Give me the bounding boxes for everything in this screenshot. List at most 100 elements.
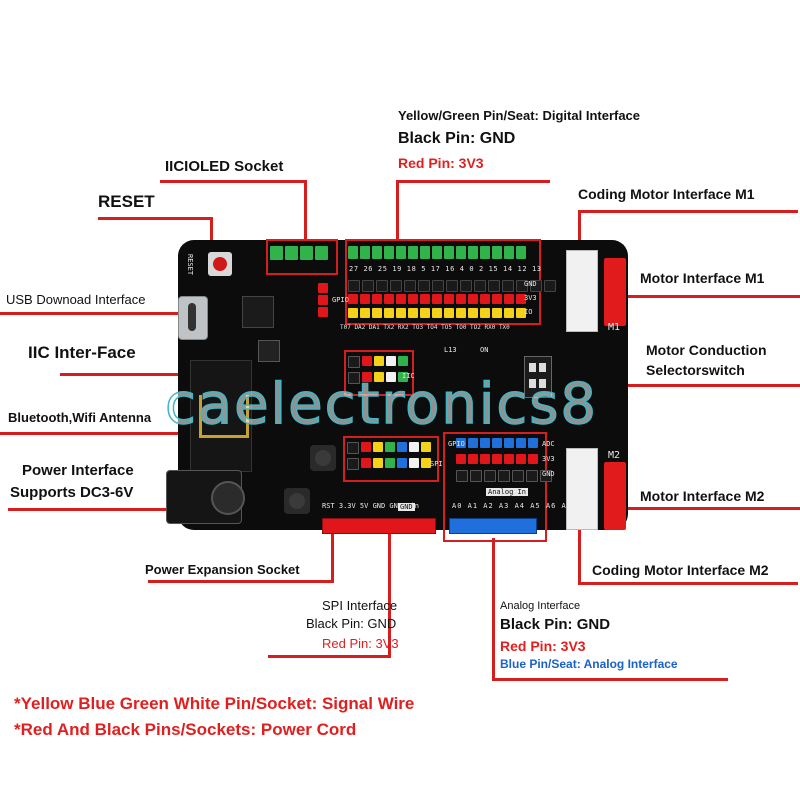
digital-leader-h bbox=[398, 180, 550, 183]
coding-m2-label: Coding Motor Interface M2 bbox=[592, 562, 769, 578]
digital-pin-numbers: 27 26 25 19 18 5 17 16 4 0 2 15 14 12 13 bbox=[349, 265, 542, 273]
dc-power-jack bbox=[166, 470, 245, 524]
digital-sub-silk: T07 DA2 DA1 TX2 RX2 TO3 TO4 TO5 TO0 TO2 … bbox=[340, 324, 510, 331]
power-pins-silk: RST 3.3V 5V GND GND Vin bbox=[322, 502, 419, 510]
analog-black-row bbox=[456, 470, 552, 482]
analog-leader-v bbox=[492, 538, 495, 680]
inductor-1 bbox=[310, 445, 336, 471]
reset-button bbox=[208, 252, 232, 276]
spi-leader-h bbox=[268, 655, 390, 658]
inductor-2 bbox=[284, 488, 310, 514]
usb-port bbox=[178, 296, 208, 340]
reset-leader-h bbox=[98, 217, 212, 220]
gpio-silk: GPIO bbox=[332, 296, 349, 304]
digital-gnd-silk: GND bbox=[524, 280, 537, 288]
esp32-module bbox=[190, 360, 252, 472]
iic-silk: IIC bbox=[402, 372, 415, 380]
spi-red-label: Red Pin: 3V3 bbox=[322, 636, 399, 651]
power-leader bbox=[8, 508, 208, 511]
analog-header-box bbox=[443, 432, 547, 542]
iic-mid-row-2 bbox=[348, 372, 408, 384]
digital-black-label: Black Pin: GND bbox=[398, 130, 516, 147]
digital-black-row bbox=[348, 280, 556, 292]
digital-io-silk: IO bbox=[524, 308, 533, 316]
spi-row-2 bbox=[347, 458, 431, 470]
iic-mid-row-1 bbox=[348, 356, 408, 368]
iic-small-row bbox=[318, 283, 328, 317]
analog-in-silk: Analog In bbox=[486, 488, 528, 496]
usb-leader bbox=[0, 312, 190, 315]
spi-silk: SPI bbox=[430, 460, 443, 468]
coding-motor-m1-connector bbox=[566, 250, 598, 332]
digital-green-row bbox=[348, 246, 526, 259]
analog-red-row bbox=[456, 454, 538, 464]
iic-label: IIC Inter-Face bbox=[28, 343, 136, 362]
m1-silk: M1 bbox=[608, 322, 621, 333]
analog-red-label: Red Pin: 3V3 bbox=[500, 638, 586, 654]
footnote-power: *Red And Black Pins/Sockets: Power Cord bbox=[14, 720, 357, 739]
footnote-signal: *Yellow Blue Green White Pin/Socket: Sig… bbox=[14, 694, 415, 713]
digital-red-row bbox=[348, 294, 526, 304]
analog-blue-row bbox=[456, 438, 538, 448]
antenna-leader bbox=[0, 432, 200, 435]
codingm2-leader-v bbox=[578, 530, 581, 584]
spi-leader-v bbox=[388, 478, 391, 658]
analog-pins-silk: A0 A1 A2 A3 A4 A5 A6 A7 bbox=[452, 502, 572, 510]
gpio-silk-2: GPIO bbox=[448, 440, 465, 448]
m2-silk: M2 bbox=[608, 450, 621, 461]
on-silk: ON bbox=[480, 346, 489, 354]
reset-leader-v bbox=[210, 217, 213, 259]
motor-sel-label-2: Selectorswitch bbox=[646, 362, 745, 378]
spi-black-label: Black Pin: GND bbox=[306, 616, 397, 631]
motorsel-leader bbox=[540, 384, 800, 387]
analog-black-label: Black Pin: GND bbox=[500, 616, 611, 633]
spi-row-1 bbox=[347, 442, 431, 454]
analog-blue-label: Blue Pin/Seat: Analog Interface bbox=[500, 657, 678, 671]
motor-m1-label: Motor Interface M1 bbox=[640, 270, 765, 286]
adc-gnd-silk: GND bbox=[542, 470, 555, 478]
motorm2-leader bbox=[624, 507, 800, 510]
analog-socket-row bbox=[449, 518, 537, 534]
spi-header-box bbox=[343, 436, 439, 482]
power-expansion-socket bbox=[322, 518, 436, 534]
l13-silk: L13 bbox=[444, 346, 457, 354]
motor-m2-label: Motor Interface M2 bbox=[640, 488, 765, 504]
power-gnd-silk: GND bbox=[398, 503, 415, 511]
motor-m1-connector bbox=[604, 258, 626, 326]
iic-header-box bbox=[344, 350, 414, 396]
usb-chip bbox=[242, 296, 274, 328]
motorm1-leader bbox=[624, 295, 800, 298]
iicoled-header-box bbox=[266, 239, 338, 275]
powerexp-label: Power Expansion Socket bbox=[145, 562, 300, 577]
powerexp-leader-v bbox=[331, 532, 334, 583]
powerexp-leader-h bbox=[148, 580, 333, 583]
codingm2-leader-h bbox=[578, 582, 798, 585]
coding-m1-label: Coding Motor Interface M1 bbox=[578, 186, 755, 202]
watermark: caelectronics8 bbox=[164, 371, 599, 438]
iicoled-green-row bbox=[270, 246, 328, 260]
spi-title-label: SPI Interface bbox=[322, 598, 398, 613]
reset-label: RESET bbox=[98, 192, 155, 211]
digital-3v3-silk: 3V3 bbox=[524, 294, 537, 302]
power-label-1: Power Interface bbox=[22, 462, 134, 479]
motor-selector-switch bbox=[524, 356, 552, 398]
antenna-label: Bluetooth,Wifi Antenna bbox=[8, 410, 152, 425]
regulator-chip bbox=[258, 340, 280, 362]
analog-title-label: Analog Interface bbox=[500, 600, 581, 612]
iicoled-leader-v bbox=[304, 180, 307, 240]
digital-leader-v bbox=[396, 180, 399, 240]
analog-leader-bottom bbox=[492, 678, 728, 681]
adc-3v3-silk: 3V3 bbox=[542, 455, 555, 463]
digital-yellow-row bbox=[348, 308, 526, 318]
codingm1-leader-v bbox=[578, 210, 581, 250]
iicoled-label: IICIOLED Socket bbox=[165, 158, 284, 175]
codingm1-leader-h bbox=[578, 210, 798, 213]
reset-silk: RESET bbox=[186, 254, 194, 276]
coding-motor-m2-connector bbox=[566, 448, 598, 530]
digital-red-label: Red Pin: 3V3 bbox=[398, 155, 484, 171]
power-label-2: Supports DC3-6V bbox=[10, 484, 134, 501]
motor-sel-label-1: Motor Conduction bbox=[646, 342, 767, 358]
digital-title-label: Yellow/Green Pin/Seat: Digital Interface bbox=[398, 108, 641, 123]
adc-silk: ADC bbox=[542, 440, 555, 448]
iicoled-leader-h bbox=[160, 180, 306, 183]
